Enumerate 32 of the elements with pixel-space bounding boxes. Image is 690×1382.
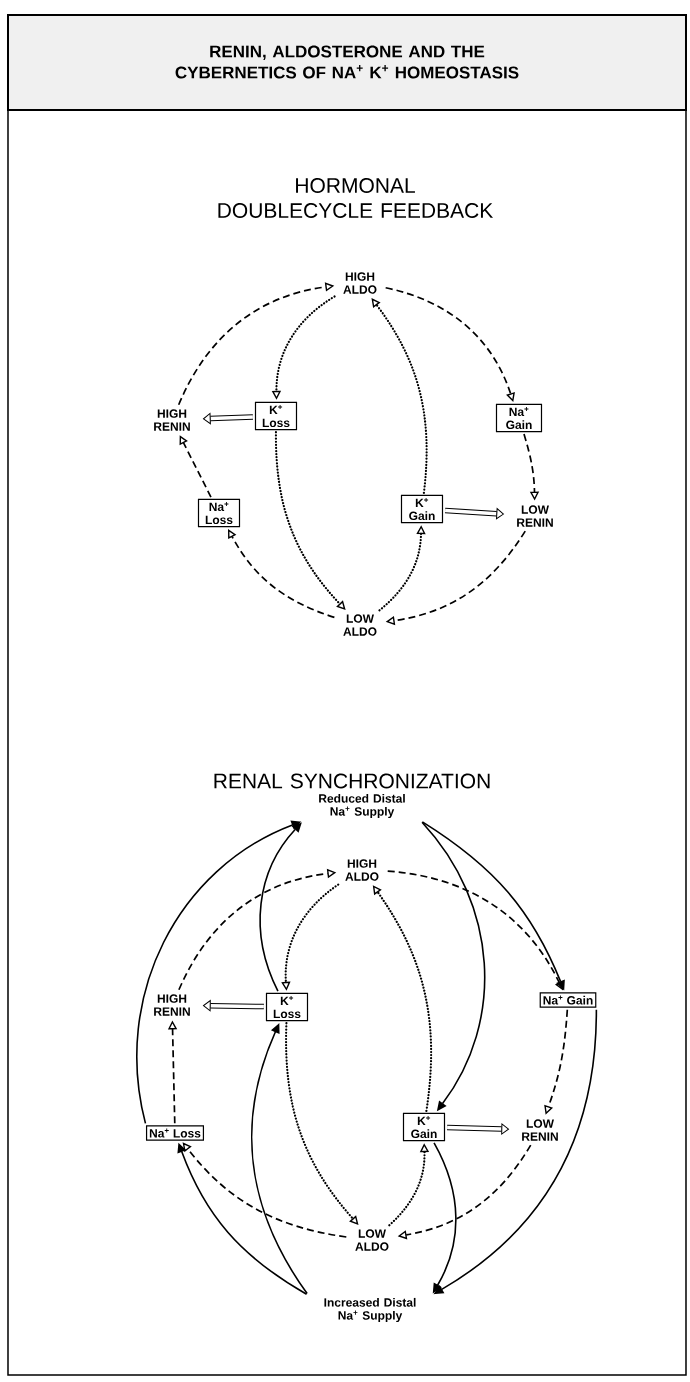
process-box: K$^{+}$ Loss [254, 401, 298, 431]
process-box: K$^{+}$ Gain [400, 494, 444, 524]
state-label: HIGH ALDO [343, 272, 377, 294]
state-label: LOW RENIN [517, 505, 553, 527]
state-label: HIGH RENIN [154, 409, 190, 431]
process-box: Na$^{+}$ Gain [539, 992, 597, 1008]
state-label: LOW RENIN [522, 1119, 558, 1141]
arrow [203, 1000, 264, 1012]
arrow [179, 435, 212, 498]
section-heading: HORMONAL DOUBLECYCLE FEEDBACK [218, 178, 493, 218]
state-label: LOW ALDO [343, 614, 377, 636]
arrow [384, 286, 515, 402]
title-banner: RENIN, ALDOSTERONE AND THE CYBERNETICS OF NA$^{+}$ K$^{+}$ HOMEOSTASIS [7, 14, 687, 111]
arrow [228, 529, 336, 619]
section-heading: RENAL SYNCHRONIZATION [214, 773, 490, 789]
state-label: HIGH ALDO [345, 859, 379, 881]
state-label: Reduced Distal Na$^{+}$ Supply [319, 793, 405, 819]
process-box: Na$^{+}$ Gain [495, 403, 543, 433]
arrow [203, 412, 253, 425]
arrow [371, 298, 428, 494]
state-label: HIGH RENIN [154, 994, 190, 1016]
arrow [372, 885, 433, 1112]
state-label: LOW ALDO [355, 1229, 389, 1251]
state-label: Increased Distal Na$^{+}$ Supply [324, 1297, 416, 1323]
arrow [444, 507, 504, 520]
arrow [447, 1123, 509, 1135]
arrow [182, 1142, 348, 1238]
arrow [259, 822, 302, 992]
process-box: Na$^{+}$ Loss [197, 498, 241, 528]
process-box: K$^{+}$ Gain [402, 1112, 446, 1142]
process-box: K$^{+}$ Loss [265, 992, 309, 1022]
process-box: Na$^{+}$ Loss [145, 1125, 204, 1141]
